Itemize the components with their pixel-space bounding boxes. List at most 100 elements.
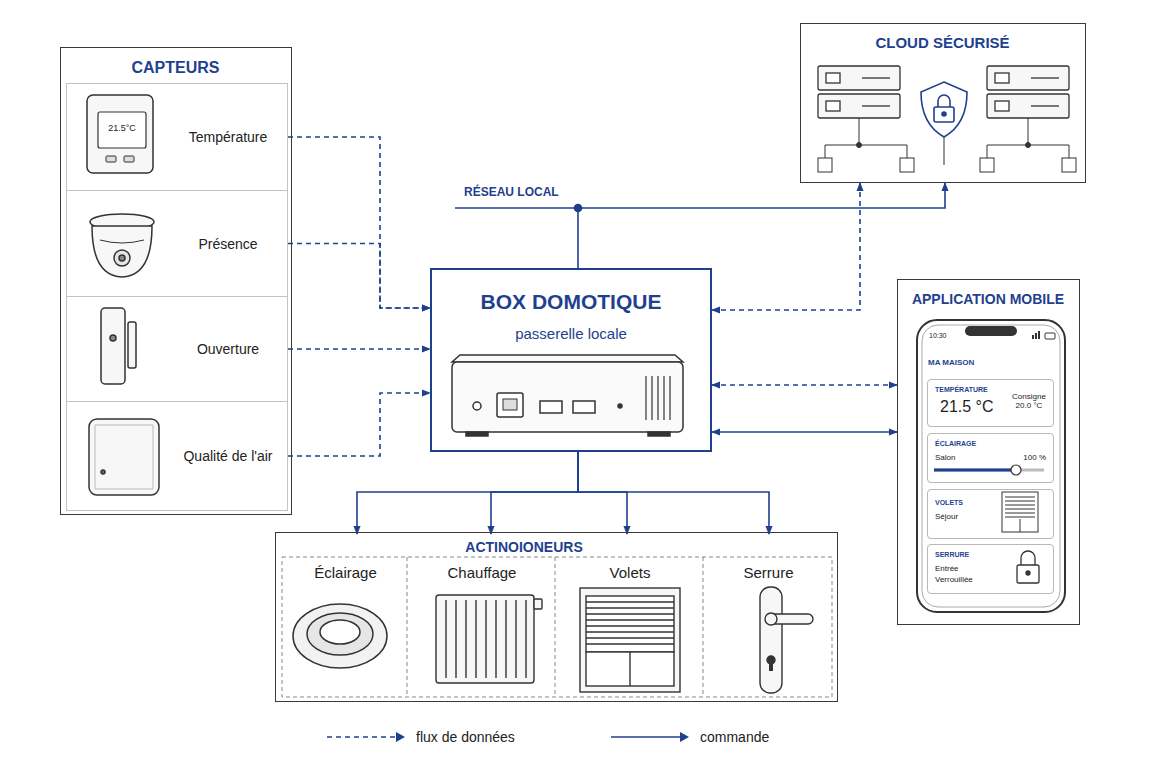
app-card: TEMPÉRATURE21.5 °CConsigne 20.0 °C: [927, 379, 1054, 427]
radiator-icon: [445, 600, 446, 678]
server-rack: [818, 94, 900, 118]
network-lines: [1069, 145, 1070, 158]
actuator-grid: [282, 557, 832, 697]
legend-sample: [326, 730, 406, 744]
slider-control: [934, 469, 1044, 472]
air-quality-icon: [89, 419, 159, 495]
shutter-icon: [586, 607, 674, 608]
network-lines: [987, 145, 988, 158]
gateway-device: [663, 376, 664, 420]
thermostat-icon: [106, 156, 116, 162]
sensor-label: Température: [172, 129, 284, 145]
server-rack: [862, 105, 890, 106]
data-flow-arrow: [288, 348, 430, 350]
lock-mini-icon: [1017, 551, 1039, 583]
data-flow-arrow: [712, 183, 860, 310]
shutter-mini-icon: [1020, 519, 1021, 532]
command-arrow: [491, 452, 578, 534]
app-card: SERRUREEntréeVerrouillée: [927, 544, 1054, 594]
lock-mini-icon: [1017, 565, 1039, 583]
sensor-panel: CAPTEURSTempératurePrésenceOuvertureQual…: [60, 47, 292, 515]
shutter-icon: [586, 619, 674, 620]
lock-mini-icon: [1021, 551, 1035, 565]
command-arrow: [712, 431, 897, 433]
shield-lock-icon: [921, 82, 967, 137]
box-subtitle: passerelle locale: [432, 325, 710, 342]
thermostat-icon: [87, 95, 153, 173]
presence-sensor-icon: [119, 255, 125, 261]
shutter-mini-icon: [1005, 513, 1035, 514]
slider-control: [934, 465, 1044, 475]
shutter-icon: [586, 637, 674, 638]
gateway-device: [618, 404, 622, 408]
shutter-mini-icon: [1002, 492, 1038, 532]
server-rack: [1031, 77, 1059, 78]
network-lines: [1028, 118, 1029, 145]
thermostat-icon: [124, 156, 134, 162]
actuator-label: Volets: [556, 564, 704, 581]
room-name: Entrée: [935, 564, 1005, 573]
cloud-panel: CLOUD SÉCURISÉ: [800, 23, 1086, 183]
shutter-icon: [586, 652, 674, 686]
network-lines: [825, 145, 826, 158]
door-sensor-icon: [110, 335, 116, 341]
panel-title: CAPTEURS: [61, 59, 290, 77]
door-handle-icon: [772, 614, 813, 624]
slider-control: [1011, 465, 1021, 475]
shutter-mini-icon: [1005, 509, 1035, 510]
radiator-icon: [515, 600, 516, 678]
presence-sensor-icon: [92, 226, 152, 277]
shutter-mini-icon: [1002, 492, 1038, 532]
gateway-device: [651, 376, 652, 420]
shutter-icon: [586, 631, 674, 632]
setpoint-text: Consigne 20.0 °C: [1007, 392, 1051, 410]
actuator-column: Volets: [556, 534, 704, 698]
radiator-icon: [495, 600, 496, 678]
shield-lock-icon: [942, 112, 946, 116]
phone-outline: [922, 325, 1060, 607]
server-rack: [862, 77, 890, 78]
panel-title: ACTINOIONEURS: [459, 539, 589, 555]
thermostat-icon: [87, 95, 153, 173]
network-lines: [825, 145, 907, 146]
server-rack: [826, 101, 840, 111]
presence-sensor-icon: [90, 214, 154, 277]
gateway-device: [573, 401, 595, 413]
network-stub: [455, 205, 582, 212]
phone-outline: [1035, 333, 1037, 339]
gateway-device: [473, 402, 481, 410]
actuator-column: Chauffage: [408, 534, 556, 698]
legend-arrowhead: [396, 732, 405, 742]
door-handle-icon: [760, 587, 813, 693]
phone-outline: [1038, 331, 1040, 339]
radiator-icon: [534, 599, 542, 609]
panel-title: APPLICATION MOBILE: [898, 291, 1078, 307]
shutter-icon: [586, 601, 674, 602]
command-arrow: [578, 452, 627, 534]
sensor-row: Qualité de l'air: [66, 401, 288, 511]
status-text: Verrouillée: [935, 575, 1005, 584]
display-reading: 21.5°C: [100, 123, 144, 133]
door-handle-icon: [760, 587, 782, 693]
actuator-grid: [282, 557, 832, 697]
radiator-icon: [436, 595, 542, 683]
legend-arrowhead: [680, 732, 689, 742]
gateway-device: [648, 432, 670, 436]
server-rack: [987, 94, 1069, 118]
server-rack: [826, 73, 840, 83]
gateway-device: [452, 362, 683, 432]
server-rack: [818, 66, 900, 90]
shield-lock-icon: [934, 107, 954, 122]
shutter-mini-icon: [1005, 497, 1035, 498]
ceiling-light-icon: [293, 604, 387, 668]
sensor-label: Ouverture: [172, 341, 284, 357]
network-lines: [818, 158, 832, 172]
shutter-mini-icon: [1005, 501, 1035, 502]
app-card: VOLETSSéjour: [927, 489, 1054, 539]
gateway-device: [466, 432, 488, 436]
phone-outline: [917, 320, 1065, 612]
shutter-icon: [586, 643, 674, 644]
network-lines: [980, 158, 994, 172]
gateway-device: [646, 376, 670, 420]
